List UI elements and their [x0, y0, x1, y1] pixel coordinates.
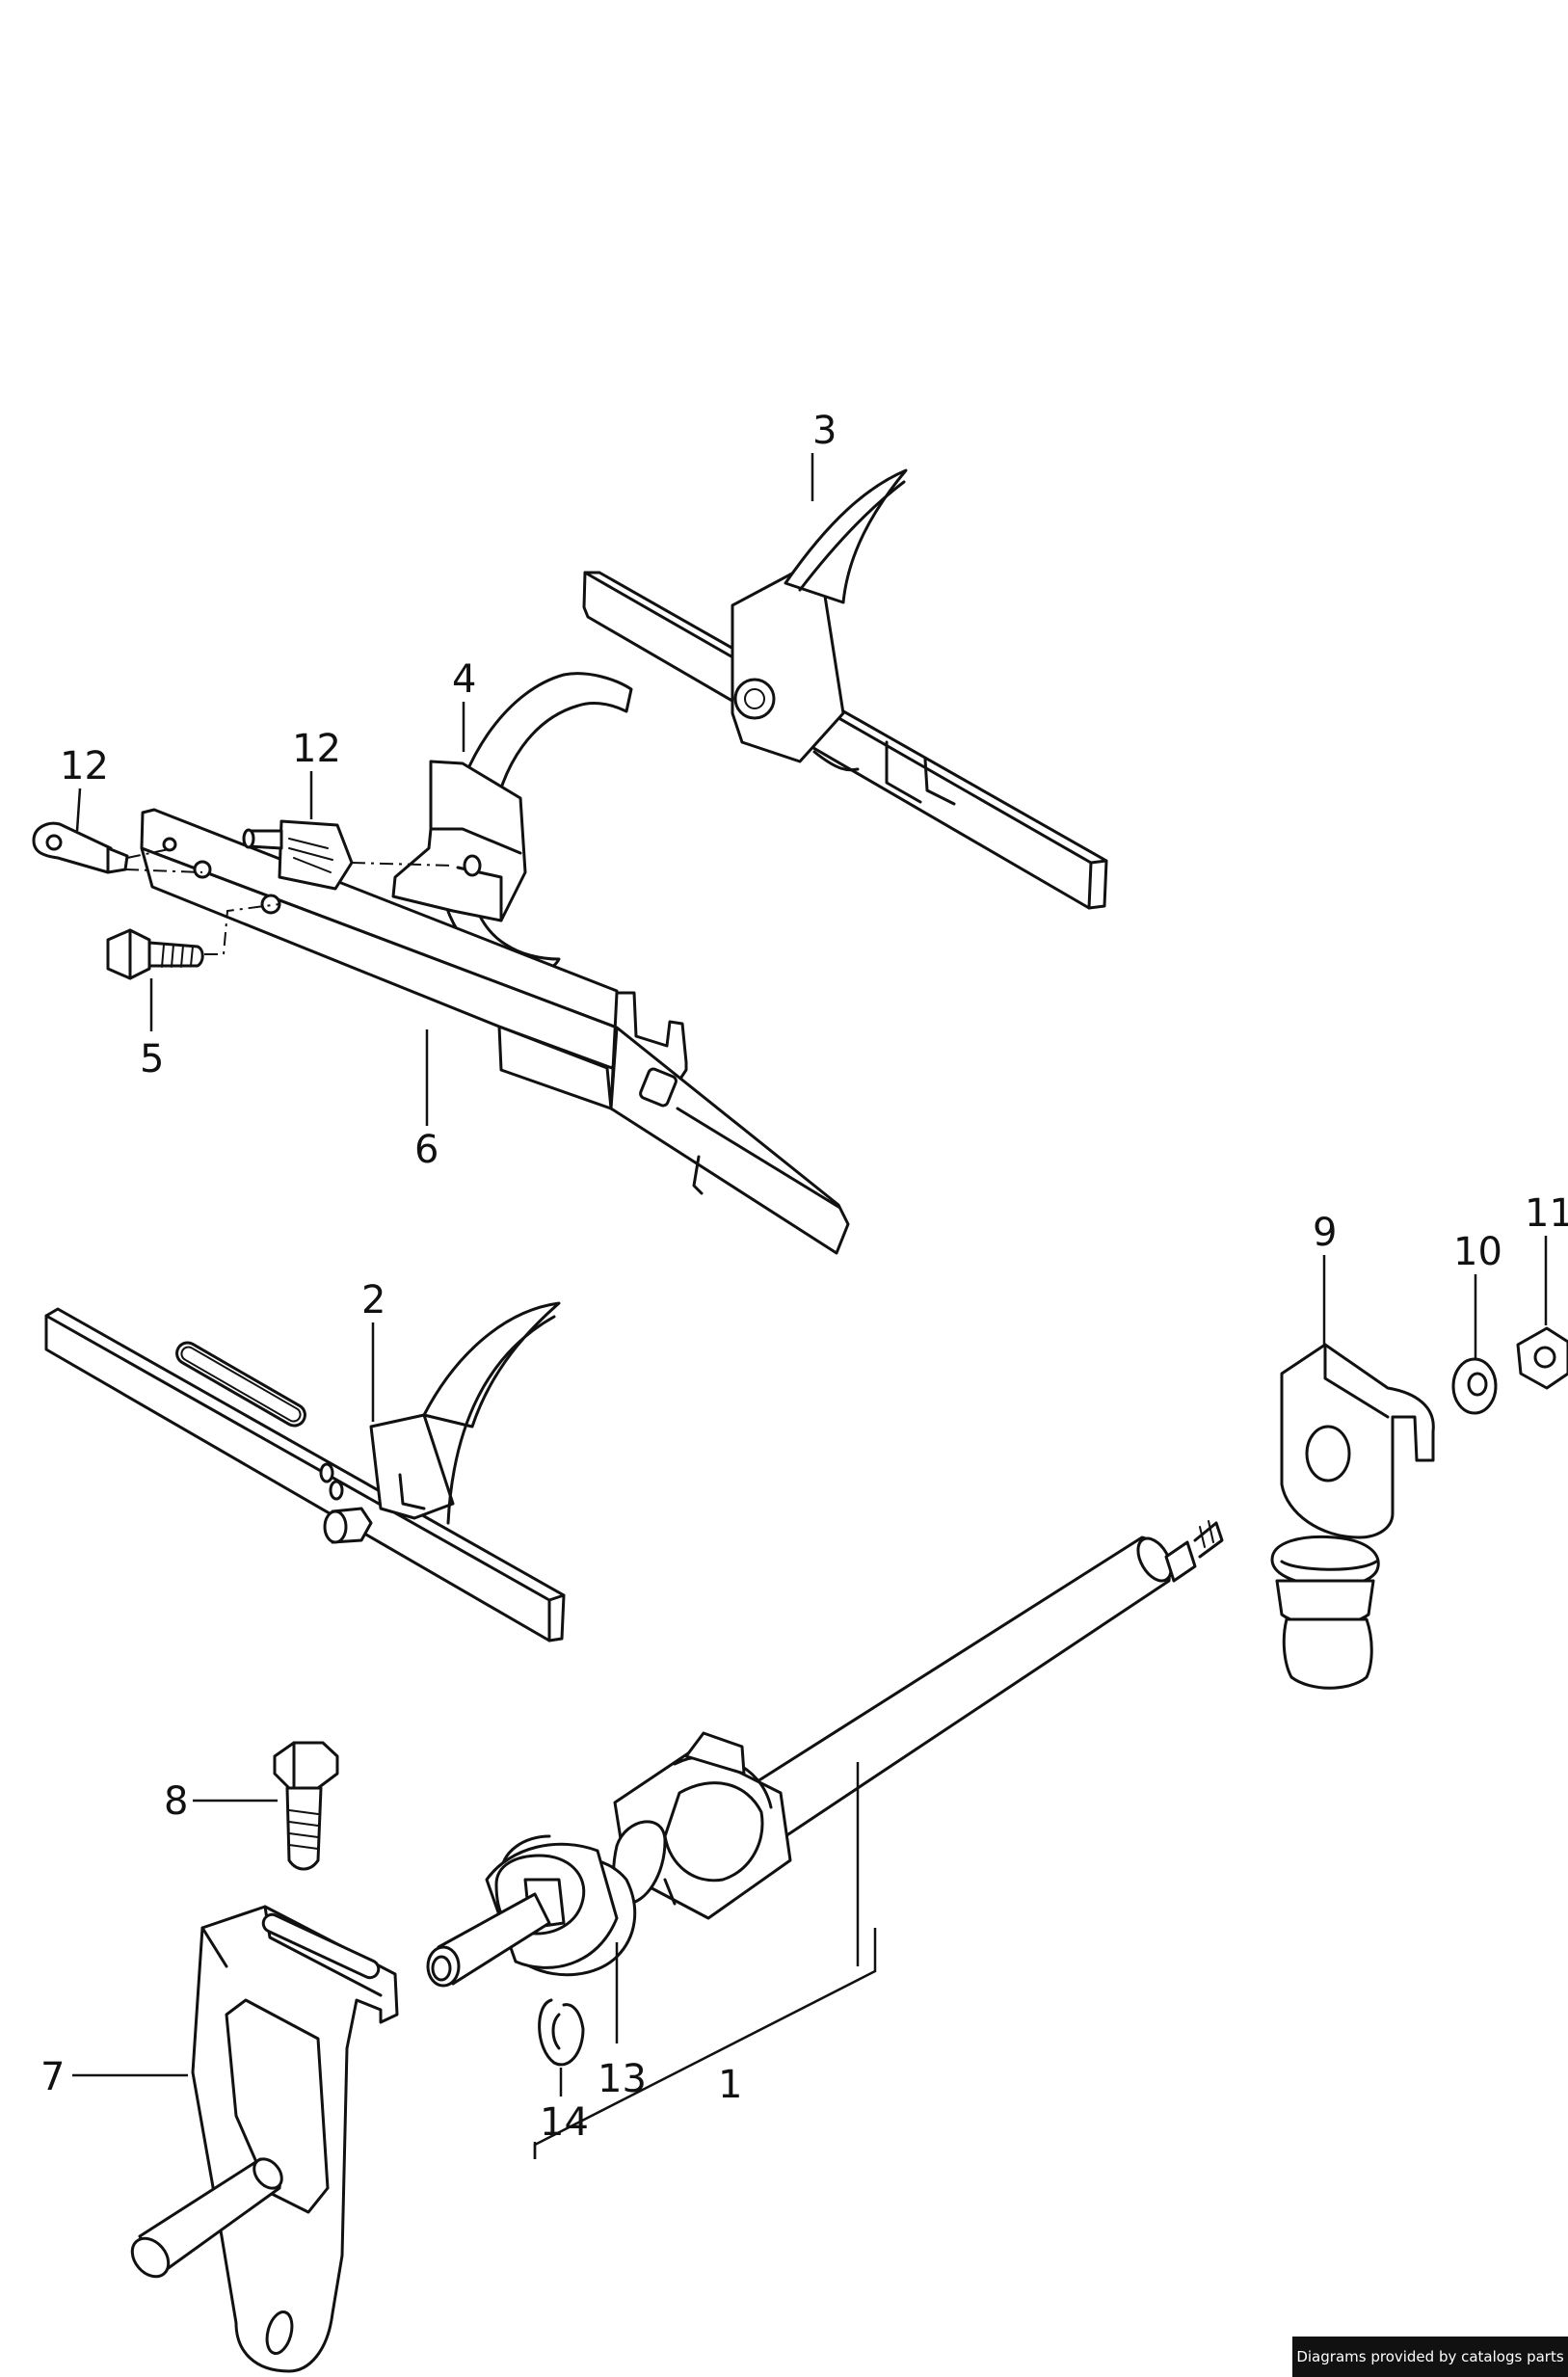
part-9-bracket-ball-joint	[1270, 1343, 1435, 1690]
callout-8: 8	[164, 1779, 278, 1824]
callout-7-label: 7	[40, 2055, 65, 2099]
part-12-pin-right	[242, 819, 454, 891]
callout-9-label: 9	[1313, 1211, 1337, 1255]
callout-3: 3	[811, 409, 837, 501]
callout-11-label: 11	[1525, 1191, 1568, 1236]
callout-9: 9	[1313, 1211, 1337, 1345]
callout-3-label: 3	[812, 409, 837, 453]
watermark-credit: Diagrams provided by catalogs parts	[1292, 2337, 1568, 2377]
part-12-pin-left	[32, 821, 203, 874]
callout-4: 4	[452, 657, 476, 752]
callout-5: 5	[140, 978, 164, 1082]
callout-13: 13	[598, 1942, 647, 2101]
part-1-selector-shaft-assembly	[426, 1520, 1224, 1988]
callout-6-label: 6	[414, 1128, 439, 1172]
callout-10-label: 10	[1453, 1230, 1502, 1274]
callout-6: 6	[414, 1029, 439, 1172]
callout-12-left-label: 12	[60, 744, 109, 788]
part-2-shift-fork-rod	[44, 1301, 566, 1643]
callout-7: 7	[40, 2055, 188, 2099]
callout-2: 2	[361, 1278, 385, 1422]
callout-8-label: 8	[164, 1779, 188, 1824]
callout-12-right: 12	[292, 727, 341, 819]
callout-13-label: 13	[598, 2057, 647, 2101]
callout-2-label: 2	[361, 1278, 385, 1322]
callout-12-right-label: 12	[292, 727, 341, 771]
callout-14: 14	[540, 2068, 589, 2145]
part-5-hex-bolt	[106, 903, 280, 980]
part-14-circlip	[538, 1998, 585, 2067]
callout-10: 10	[1453, 1230, 1502, 1359]
callout-1-label: 1	[718, 2063, 742, 2107]
part-10-washer	[1451, 1357, 1498, 1415]
part-6-shift-rod	[140, 808, 850, 1255]
callout-5-label: 5	[140, 1037, 164, 1082]
part-7-bracket-pin	[130, 1905, 399, 2373]
part-3-shift-fork-rod	[582, 468, 1108, 910]
callout-11: 11	[1525, 1191, 1568, 1325]
part-8-bolt	[273, 1741, 339, 1871]
callout-12-left: 12	[60, 744, 109, 832]
part-11-hex-nut	[1516, 1326, 1568, 1390]
part-4-shift-fork	[391, 672, 633, 975]
callout-4-label: 4	[452, 657, 476, 702]
callout-14-label: 14	[540, 2100, 589, 2145]
